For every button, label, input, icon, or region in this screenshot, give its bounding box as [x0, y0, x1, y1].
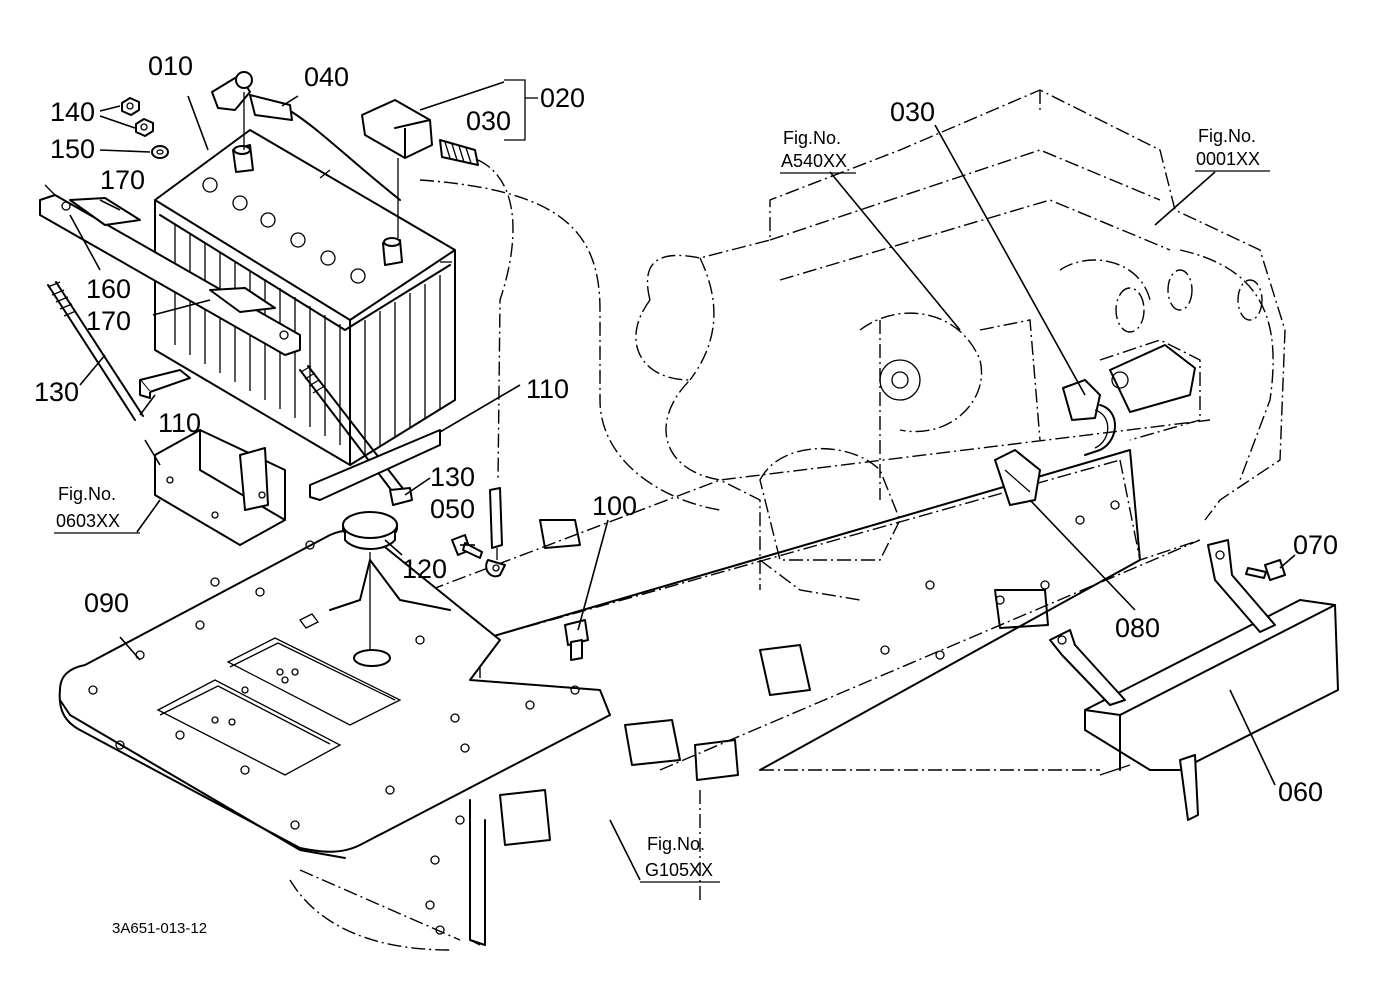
- fig-ref-0001-title: Fig.No.: [1198, 126, 1256, 146]
- frame-side-rail: [425, 449, 1141, 946]
- engine-outline: [635, 89, 1286, 601]
- bolt-050: [451, 534, 483, 559]
- bolt-100: [564, 619, 589, 661]
- fig-ref-g105-code: G105XX: [645, 860, 713, 880]
- rubber-plug: [342, 511, 398, 650]
- label-030-starter: 030: [890, 97, 935, 127]
- bolt-070: [1245, 559, 1286, 581]
- label-110-right: 110: [526, 374, 569, 404]
- fig-ref-0001-code: 0001XX: [1196, 149, 1260, 169]
- label-170-bottom: 170: [86, 306, 131, 336]
- label-080: 080: [1115, 613, 1160, 643]
- fig-ref-g105-title: Fig.No.: [647, 834, 705, 854]
- drawing-code: 3A651-013-12: [112, 920, 207, 937]
- ground-cable: [485, 487, 506, 578]
- label-070: 070: [1293, 530, 1338, 560]
- holddown-rods: [47, 281, 413, 506]
- label-040: 040: [304, 62, 349, 92]
- label-090: 090: [84, 588, 129, 618]
- leader-lines: [69, 79, 1296, 881]
- part-labels: 010 020 030 030 040 050 060 070 080 090 …: [34, 51, 1338, 807]
- step-guard: [1049, 539, 1339, 821]
- fig-ref-a540-title: Fig.No.: [783, 128, 841, 148]
- battery: [154, 129, 456, 466]
- label-060: 060: [1278, 777, 1323, 807]
- label-020: 020: [540, 83, 585, 113]
- starter-harness: [994, 344, 1196, 506]
- fig-ref-a540-code: A540XX: [781, 151, 847, 171]
- label-130-right: 130: [430, 462, 475, 492]
- label-010: 010: [148, 51, 193, 81]
- battery-holddown-bracket: [39, 184, 301, 356]
- figure-references: Fig.No. A540XX Fig.No. 0001XX Fig.No. 06…: [54, 126, 1270, 883]
- label-150: 150: [50, 134, 95, 164]
- label-170-top: 170: [100, 165, 145, 195]
- label-110-left: 110: [158, 408, 201, 438]
- label-160: 160: [86, 274, 131, 304]
- label-100: 100: [592, 491, 637, 521]
- label-050: 050: [430, 494, 475, 524]
- fig-ref-0603-code: 0603XX: [56, 511, 120, 531]
- negative-terminal-030: [361, 99, 514, 481]
- label-140: 140: [50, 97, 95, 127]
- battery-tray-bracket: [154, 429, 286, 546]
- nuts-and-washer: [121, 97, 169, 159]
- spacer-blocks: [139, 369, 441, 501]
- label-130-left: 130: [34, 377, 79, 407]
- positive-cable-040: [211, 71, 401, 201]
- label-030-terminal: 030: [466, 106, 511, 136]
- label-120: 120: [402, 554, 447, 584]
- floor-plate: [58, 529, 611, 859]
- fig-ref-0603-title: Fig.No.: [58, 484, 116, 504]
